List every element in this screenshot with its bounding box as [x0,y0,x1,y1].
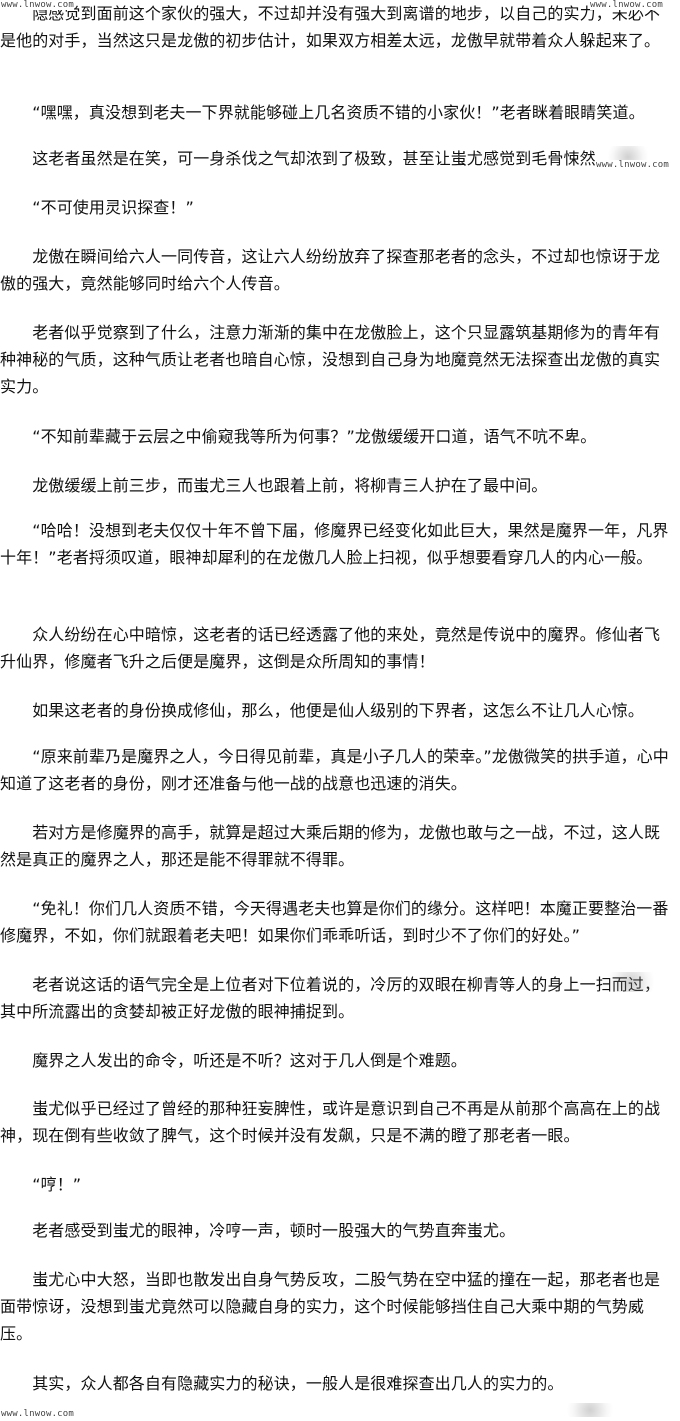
paragraph-14: “免礼！你们几人资质不错，今天得遇老夫也算是你们的缘分。这样吧！本魔正要整治一番… [0,899,669,945]
paragraph-13: 若对方是修魔界的高手，就算是超过大乘后期的修为，龙傲也敢与之一战，不过，这人既然… [0,823,661,869]
scan-noise [560,1403,620,1417]
paragraph-19: 老者感受到蚩尤的眼神，冷哼一声，顿时一股强大的气势直奔蚩尤。 [0,1221,516,1240]
paragraph-7: “不知前辈藏于云层之中偷窥我等所为何事？”龙傲缓缓开口道，语气不吭不卑。 [0,427,597,446]
paragraph-5: 龙傲在瞬间给六人一同传音，这让六人纷纷放弃了探查那老者的念头，不过却也惊讶于龙傲… [0,247,661,293]
paragraph-12: “原来前辈乃是魔界之人，今日得见前辈，真是小子几人的荣幸。”龙傲微笑的拱手道，心… [0,747,669,793]
paragraph-11: 如果这老者的身份换成修仙，那么，他便是仙人级别的下界者，这怎么不让几人心惊。 [0,701,645,720]
paragraph-9: “哈哈！没想到老夫仅仅十年不曾下届，修魔界已经变化如此巨大，果然是魔界一年，凡界… [0,521,669,567]
watermark-top-left: www.lnwow.com [1,0,75,10]
paragraph-21: 其实，众人都各自有隐藏实力的秘诀，一般人是很难探查出几人的实力的。 [0,1374,564,1393]
paragraph-10: 众人纷纷在心中暗惊，这老者的话已经透露了他的来处，竟然是传说中的魔界。修仙者飞升… [0,625,661,671]
paragraph-18: “哼！” [0,1175,82,1194]
watermark-bottom-left: www.lnwow.com [1,1409,75,1419]
paragraph-16: 魔界之人发出的命令，听还是不听？这对于几人倒是个难题。 [0,1051,467,1070]
paragraph-8: 龙傲缓缓上前三步，而蚩尤三人也跟着上前，将柳青三人护在了最中间。 [0,476,548,495]
paragraph-20: 蚩尤心中大怒，当即也散发出自身气势反攻，二股气势在空中猛的撞在一起，那老者也是面… [0,1270,661,1343]
paragraph-17: 蚩尤似乎已经过了曾经的那种狂妄脾性，或许是意识到自己不再是从前那个高高在上的战神… [0,1099,661,1145]
watermark-mid-right: www.lnwow.com [596,160,670,170]
watermark-top-right: www.lnwow.com [590,0,664,10]
paragraph-3: 这老者虽然是在笑，可一身杀伐之气却浓到了极致，甚至让蚩尤感觉到毛骨悚然。 [0,149,612,168]
paragraph-15: 老者说这话的语气完全是上位者对下位着说的，冷厉的双眼在柳青等人的身上一扫而过，其… [0,975,661,1021]
scan-noise [601,972,661,992]
paragraph-2: “嘿嘿，真没想到老夫一下界就能够碰上几名资质不错的小家伙！”老者眯着眼睛笑道。 [0,103,645,122]
paragraph-6: 老者似乎觉察到了什么，注意力渐渐的集中在龙傲脸上，这个只显露筑基期修为的青年有种… [0,323,661,396]
paragraph-1: 隐感觉到面前这个家伙的强大，不过却并没有强大到离谱的地步，以自己的实力，未必不是… [0,4,661,50]
paragraph-4: “不可使用灵识探查！” [0,198,194,217]
